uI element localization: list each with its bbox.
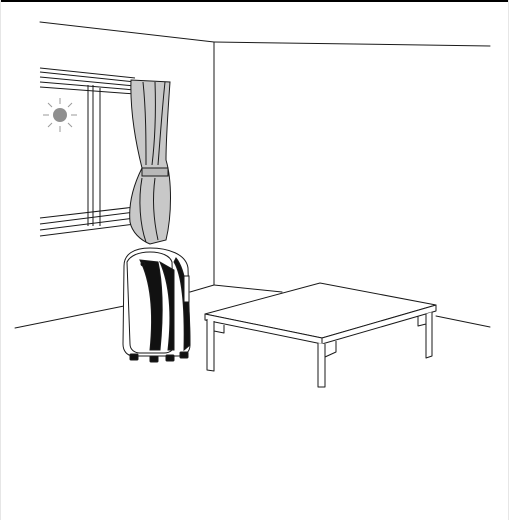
- table-icon: [205, 283, 436, 387]
- ceiling-right-edge: [214, 42, 490, 46]
- floor-left-edge: [15, 306, 124, 328]
- sun-icon: [43, 98, 77, 132]
- dehumidifier-icon: [123, 248, 190, 362]
- curtain-icon: [130, 80, 171, 244]
- floor-far-edge: [436, 316, 490, 327]
- window-icon: [40, 68, 135, 236]
- floor-right-edge: [214, 285, 282, 292]
- floor-mid-edge: [190, 285, 214, 292]
- ceiling-left-edge: [40, 22, 214, 42]
